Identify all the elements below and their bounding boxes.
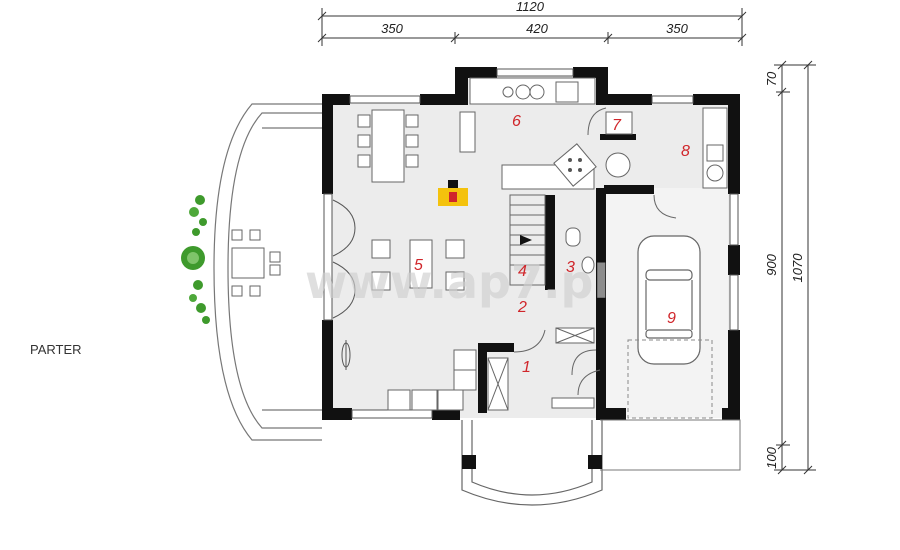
- boiler-room-fixtures: [605, 111, 633, 178]
- patio-doors: [332, 199, 356, 319]
- dim-segment-right: 350: [666, 21, 688, 36]
- room-number-9: 9: [667, 310, 676, 327]
- dim-right-bottom: 100: [764, 446, 779, 468]
- room-number-5: 5: [414, 257, 423, 274]
- right-dimensions: [774, 60, 816, 475]
- wc-fixtures: [565, 227, 595, 274]
- kitchen-counter: [459, 77, 597, 190]
- dim-right-mid: 900: [764, 253, 779, 275]
- door-swings: [513, 107, 677, 396]
- living-room-table: [371, 239, 465, 291]
- plant-icon: [181, 195, 210, 324]
- floor-lamp-icon: [341, 340, 351, 370]
- watermark: www.ap7.pl: [305, 255, 609, 309]
- stair-arrow-icon: [520, 235, 532, 245]
- room-number-4: 4: [518, 263, 527, 280]
- dim-overall-width: 1120: [516, 0, 545, 14]
- stairs: [509, 194, 546, 286]
- top-dimensions: [317, 8, 747, 46]
- terrace: [213, 103, 322, 441]
- dim-right-total: 1070: [790, 253, 805, 283]
- car-icon: [637, 235, 701, 365]
- stove-burners-icon: [568, 158, 582, 172]
- room-number-8: 8: [681, 143, 690, 160]
- room-number-3: 3: [566, 259, 575, 276]
- room-number-7: 7: [612, 117, 622, 134]
- walls: [322, 67, 740, 420]
- fireplace-icon: [438, 180, 468, 206]
- dim-segment-middle: 420: [526, 21, 548, 36]
- sofa: [387, 349, 477, 411]
- garage-apron: [600, 419, 741, 471]
- room-number-6: 6: [512, 113, 521, 130]
- porch-pillars: [462, 455, 602, 469]
- laundry-fixtures: [702, 107, 728, 189]
- dim-segment-left: 350: [381, 21, 403, 36]
- dining-table-top: [357, 109, 419, 183]
- garage-door-dash: [627, 339, 713, 419]
- shoe-cabinet: [487, 327, 595, 411]
- floor-label: PARTER: [30, 342, 82, 357]
- entrance-porch: [461, 420, 603, 506]
- terrace-dining-set: [231, 229, 281, 297]
- room-number-2: 2: [517, 299, 527, 316]
- room-number-1: 1: [522, 359, 531, 376]
- dim-right-top: 70: [764, 71, 779, 86]
- windows: [323, 68, 739, 419]
